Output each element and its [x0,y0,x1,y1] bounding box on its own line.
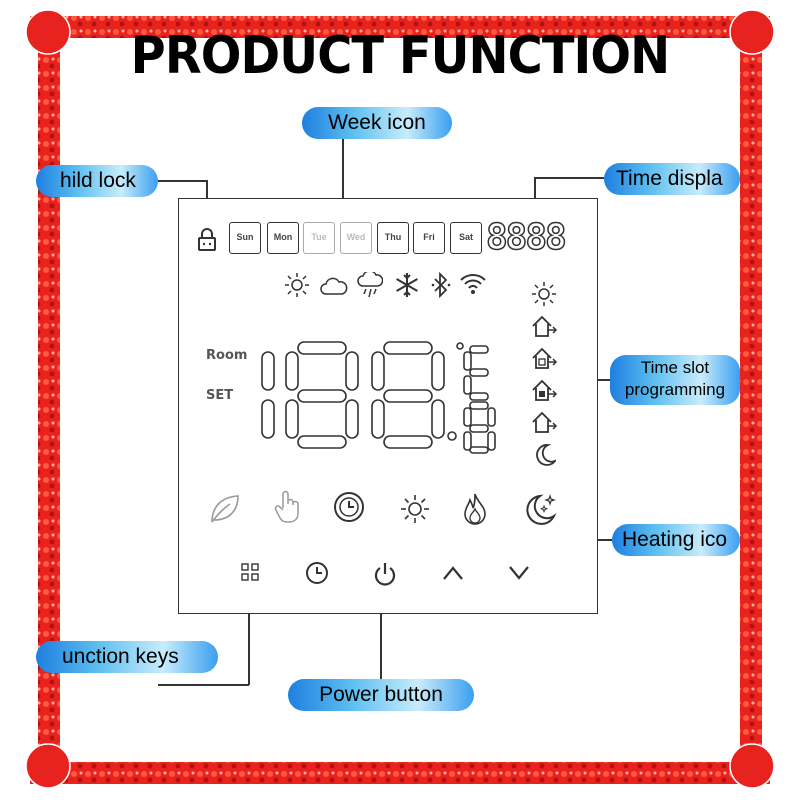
callout-time-display: Time displa [604,163,740,195]
week-day-tue: Tue [303,222,335,254]
sun-icon [285,273,309,297]
week-day-sat: Sat [450,222,482,254]
moon-icon [536,444,556,466]
thermostat-panel [178,198,598,614]
lock-icon [198,228,216,251]
page-title: PRODUCT FUNCTION [130,26,671,86]
flame-heating-icon [464,493,486,525]
house-away-icon [532,411,558,433]
leader-line [342,139,344,222]
callout-week-icon: Week icon [302,107,452,139]
callout-time-slot-line1: Time slot [640,358,710,377]
power-key-icon[interactable] [373,561,397,587]
callout-time-slot-programming: Time slot programming [610,355,740,405]
rain-cloud-icon [357,272,383,298]
room-label: Room [206,348,248,363]
week-day-mon: Mon [267,222,299,254]
house-occupied-icon [532,379,558,401]
cloud-icon [320,277,348,295]
hand-touch-icon [274,490,299,523]
arrow-up-key-icon[interactable] [441,562,465,584]
brightness-icon [401,495,429,523]
week-day-sun: Sun [229,222,261,254]
corner-ornament [25,9,775,789]
week-day-fri: Fri [413,222,445,254]
leader-line [158,684,249,686]
week-day-wed: Wed [340,222,372,254]
leaf-eco-icon [211,495,239,523]
callout-power-button: Power button [288,679,474,711]
callout-heating-icon: Heating ico [612,524,740,556]
leader-line [158,180,206,182]
clock-schedule-icon [334,492,364,522]
house-leave-icon [532,315,558,337]
clock-key-icon[interactable] [305,561,329,585]
wifi-icon [460,274,486,294]
sun-icon [532,282,556,306]
moon-stars-icon [526,494,557,525]
week-day-thu: Thu [377,222,409,254]
menu-grid-key-icon[interactable] [240,562,260,582]
house-return-icon [532,347,558,369]
set-label: SET [206,388,234,403]
leader-line [248,595,250,685]
callout-child-lock: hild lock [36,165,158,197]
callout-function-keys: unction keys [36,641,218,673]
leader-line [380,592,382,679]
temperature-seven-segment-display [261,341,496,454]
snowflake-icon [396,273,418,297]
time-display-digits: 8888 [485,217,567,258]
leader-line [534,177,604,179]
bluetooth-icon [431,272,451,298]
arrow-down-key-icon[interactable] [507,562,531,584]
callout-time-slot-line2: programming [624,380,726,399]
